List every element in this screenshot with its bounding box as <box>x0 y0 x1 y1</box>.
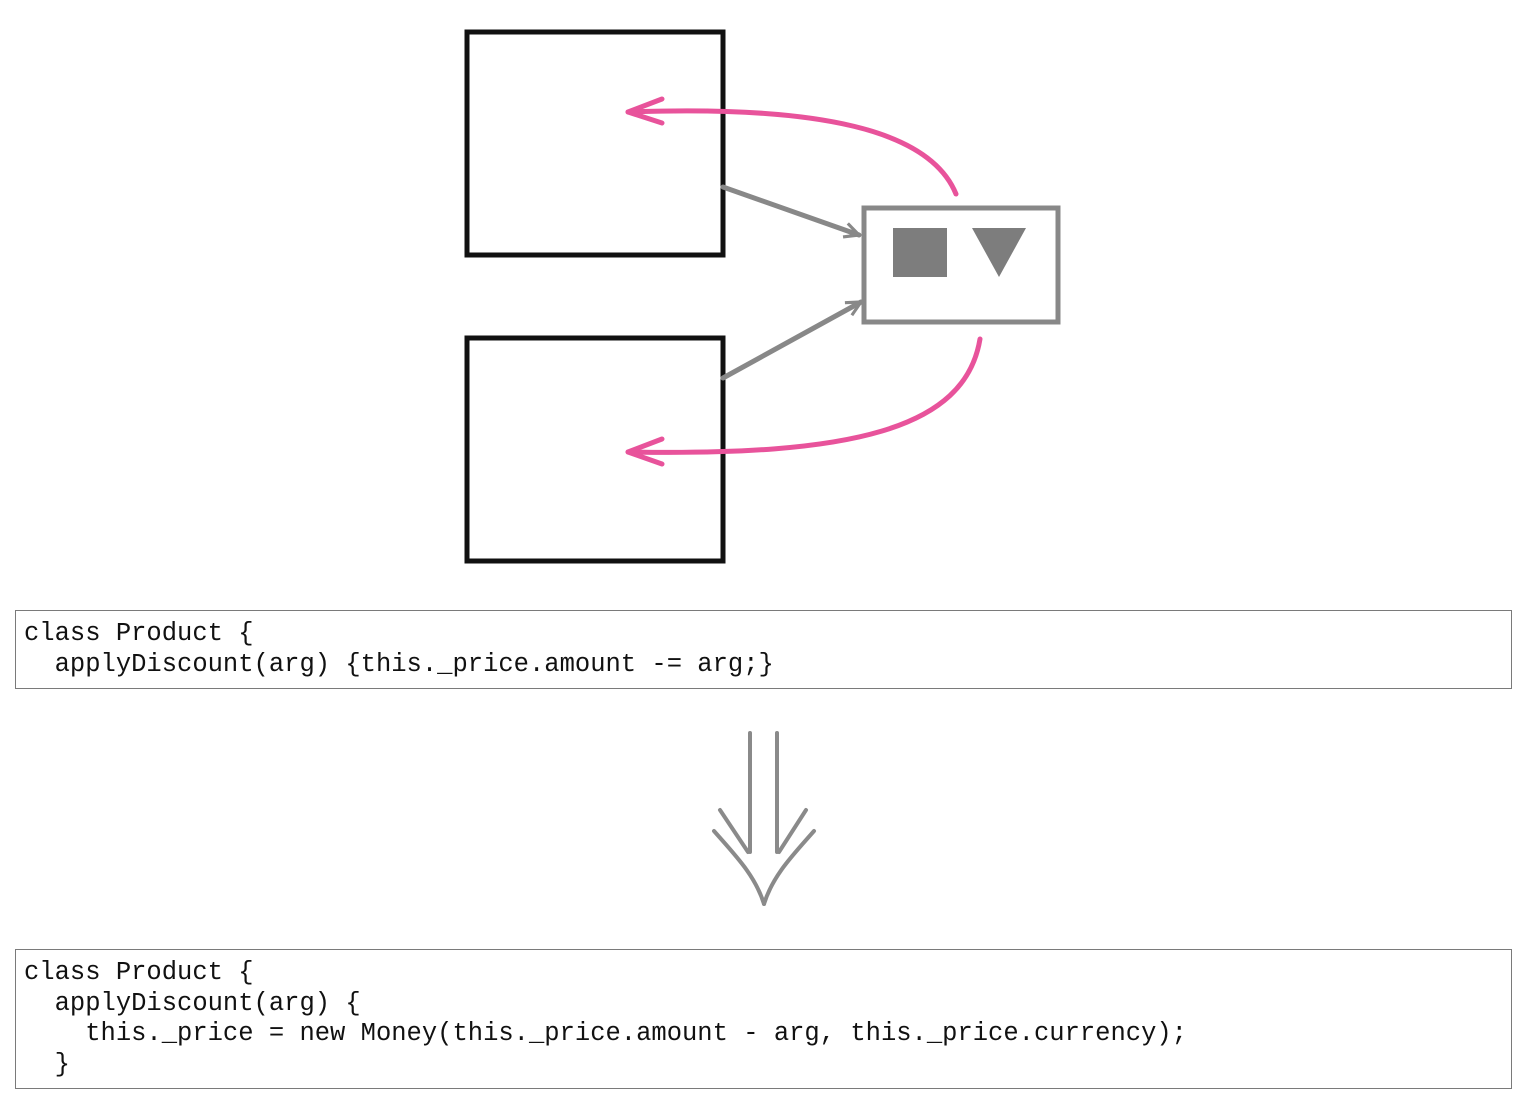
reference-arrow-top <box>720 184 862 239</box>
code-line: } <box>24 1050 70 1080</box>
owner-box-top <box>464 29 726 258</box>
reference-diagram <box>464 29 1061 564</box>
down-triangle-icon <box>972 228 1026 277</box>
code-line: class Product { <box>24 958 254 987</box>
code-line: this._price = new Money(this._price.amou… <box>24 1019 1187 1049</box>
change-arrow-bottom <box>625 336 983 467</box>
shared-value-object <box>861 205 1061 325</box>
code-line: applyDiscount(arg) { <box>24 988 361 1018</box>
reference-arrow-bottom <box>720 299 864 381</box>
code-after: class Product { applyDiscount(arg) { thi… <box>15 949 1512 1089</box>
owner-box-bottom <box>464 335 726 564</box>
code-before: class Product { applyDiscount(arg) {this… <box>15 610 1512 689</box>
code-line: class Product { <box>24 619 254 648</box>
code-line: applyDiscount(arg) {this._price.amount -… <box>24 649 774 679</box>
change-arrow-top <box>625 96 959 197</box>
square-icon <box>893 228 947 277</box>
